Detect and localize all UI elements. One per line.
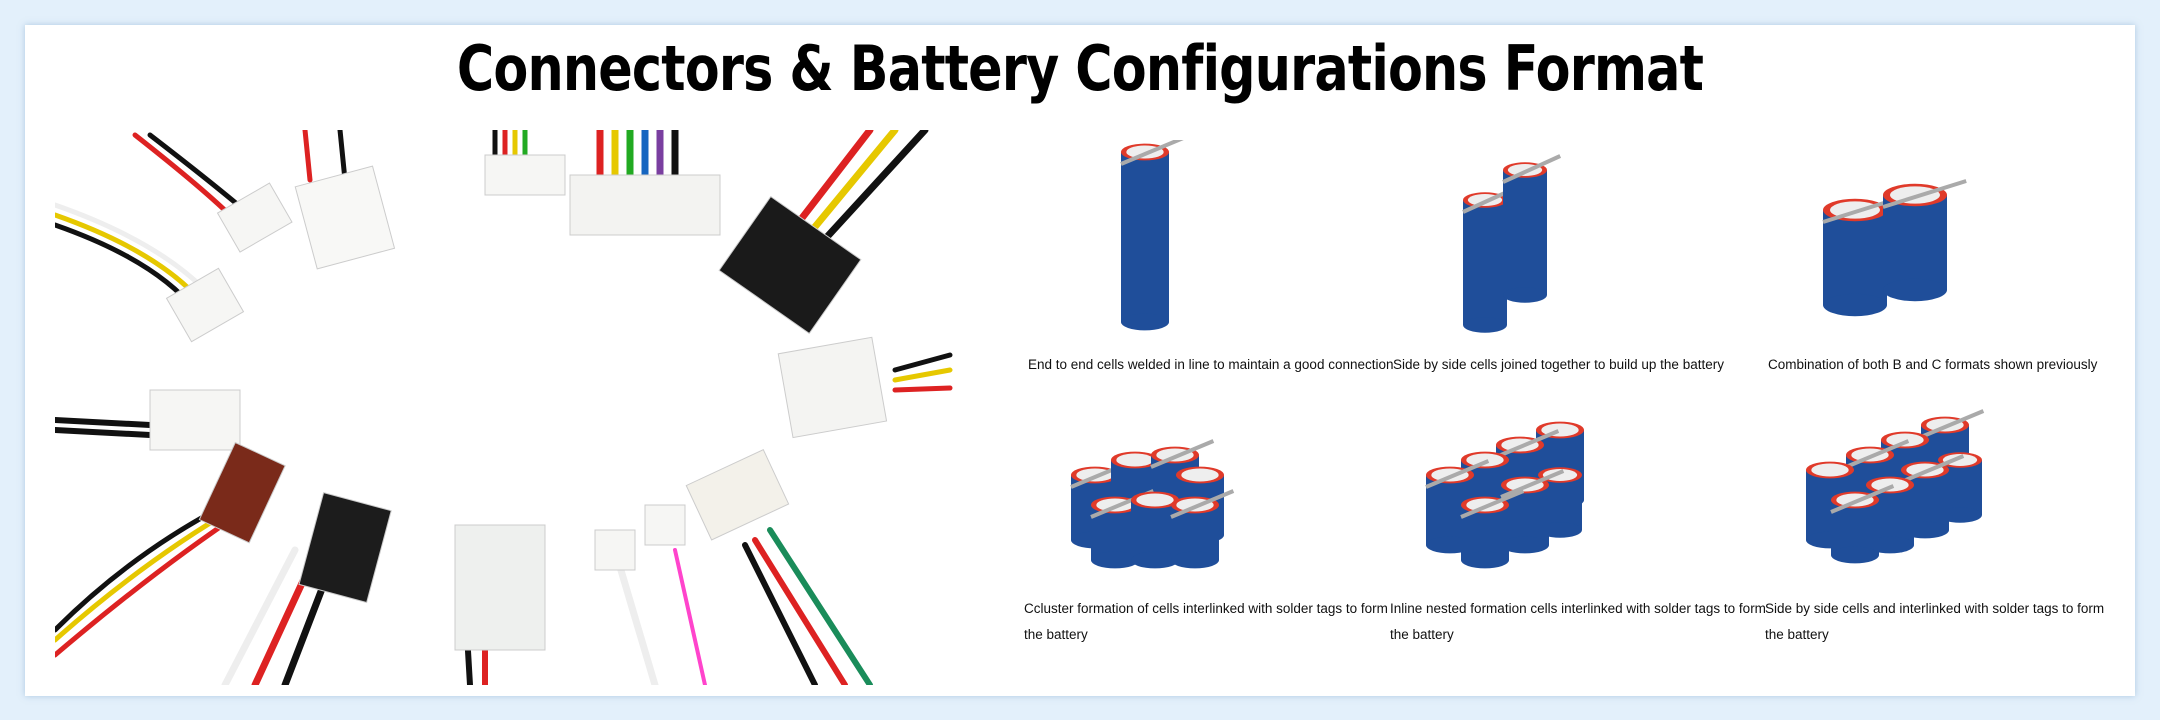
caption-side-interlinked-line2: the battery xyxy=(1765,627,1829,642)
caption-combination: Combination of both B and C formats show… xyxy=(1768,357,2098,372)
battery-cell xyxy=(1131,491,1179,569)
battery-cell xyxy=(1900,454,1965,539)
battery-cell xyxy=(1882,179,1967,302)
caption-cluster: Ccluster formation of cells interlinked … xyxy=(1024,601,1388,616)
battery-cell xyxy=(1462,184,1522,333)
battery-format-inline-nested xyxy=(1425,421,1584,569)
battery-format-combination xyxy=(1822,179,1967,317)
battery-cell xyxy=(1830,484,1895,564)
battery-cell xyxy=(1460,489,1525,569)
battery-format-side-by-side xyxy=(1462,154,1562,333)
caption-side-interlinked: Side by side cells and interlinked with … xyxy=(1765,601,2105,616)
caption-inline-nested-line2: the battery xyxy=(1390,627,1454,642)
connectors-photo xyxy=(55,130,953,685)
battery-format-end-to-end xyxy=(1120,140,1184,331)
page-title: Connectors & Battery Configurations Form… xyxy=(456,32,1704,105)
battery-format-side-by-side-interlinked xyxy=(1806,409,1985,564)
battery-cell xyxy=(1090,489,1155,569)
content-card xyxy=(25,25,2135,696)
caption-end-to-end: End to end cells welded in line to maint… xyxy=(1028,357,1394,372)
battery-cell xyxy=(1170,489,1235,569)
caption-inline-nested: Inline nested formation cells interlinke… xyxy=(1390,601,1766,616)
caption-side-by-side: Side by side cells joined together to bu… xyxy=(1393,357,1724,372)
battery-cell xyxy=(1120,140,1184,331)
battery-cell xyxy=(1502,154,1562,303)
caption-cluster-line2: the battery xyxy=(1024,627,1088,642)
battery-format-cluster xyxy=(1070,439,1235,569)
battery-cell xyxy=(1822,194,1907,317)
